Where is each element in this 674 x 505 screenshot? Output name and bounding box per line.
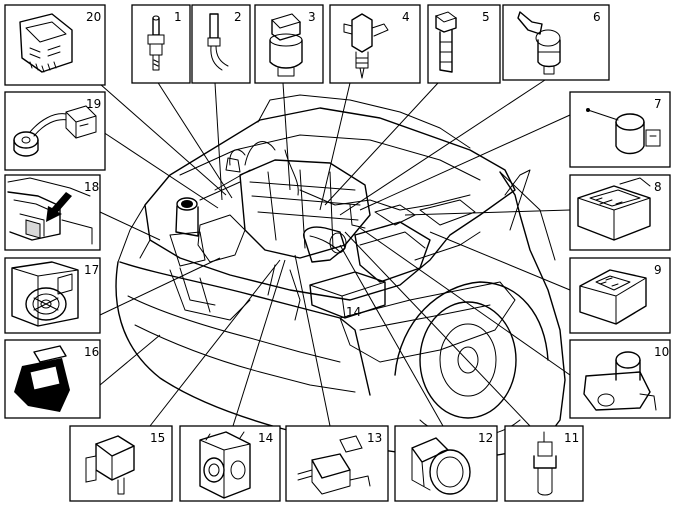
bracket-mount-icon: [7, 177, 93, 245]
component-number-11: 11: [564, 431, 579, 445]
pressure-sensor-icon: [586, 108, 661, 155]
solenoid-valve-icon: [297, 435, 371, 495]
component-box-16: 16: [4, 339, 101, 419]
component-number-14: 14: [258, 431, 273, 445]
leader-lines: [99, 77, 571, 427]
component-box-15: 15: [69, 425, 173, 502]
component-number-5: 5: [482, 10, 490, 24]
component-box-14: 14: [179, 425, 281, 502]
component-box-7: 7: [569, 91, 671, 168]
component-number-13: 13: [367, 431, 382, 445]
component-box-11: 11: [504, 425, 584, 502]
ignition-coil-icon: [434, 11, 458, 73]
engine-bay-label: 14: [346, 305, 361, 319]
map-sensor-icon: [85, 435, 135, 495]
component-number-8: 8: [654, 180, 662, 194]
fuel-pump-icon: [14, 345, 70, 412]
component-number-17: 17: [84, 263, 99, 277]
component-number-6: 6: [593, 10, 601, 24]
component-number-12: 12: [478, 431, 493, 445]
component-box-2: 2: [191, 4, 251, 84]
engine-control-module-icon: [19, 13, 73, 73]
component-box-12: 12: [394, 425, 498, 502]
component-box-17: 17: [4, 257, 101, 334]
component-number-9: 9: [654, 263, 662, 277]
component-box-5: 5: [427, 4, 501, 84]
pressure-switch-icon: [269, 13, 303, 77]
car-front-illustration: 14: [115, 94, 566, 459]
component-number-18: 18: [84, 180, 99, 194]
component-number-15: 15: [150, 431, 165, 445]
component-box-18: 18: [4, 174, 101, 251]
relay-box-icon: [579, 269, 647, 325]
temperature-sensor-icon: [147, 15, 165, 71]
fan-motor-icon: [11, 261, 79, 327]
component-number-16: 16: [84, 345, 99, 359]
component-box-10: 10: [569, 339, 671, 419]
component-number-4: 4: [402, 10, 410, 24]
component-box-20: 20: [4, 4, 106, 86]
fuel-injector-icon: [343, 13, 389, 79]
knock-sensor-icon: [13, 105, 97, 157]
component-number-3: 3: [308, 10, 316, 24]
component-number-10: 10: [654, 345, 669, 359]
component-box-13: 13: [285, 425, 389, 502]
throttle-body-icon: [199, 431, 251, 499]
component-number-20: 20: [86, 10, 101, 24]
control-unit-box-icon: [577, 177, 651, 241]
angle-sensor-icon: [517, 11, 561, 75]
coolant-temperature-sensor-icon: [533, 431, 557, 496]
component-number-19: 19: [86, 97, 101, 111]
component-box-1: 1: [131, 4, 191, 84]
component-box-19: 19: [4, 91, 106, 171]
component-box-3: 3: [254, 4, 324, 84]
air-mass-meter-icon: [411, 437, 471, 495]
component-box-9: 9: [569, 257, 671, 334]
component-number-1: 1: [174, 10, 182, 24]
sensor-probe-icon: [207, 13, 229, 71]
component-number-2: 2: [234, 10, 242, 24]
component-number-7: 7: [654, 97, 662, 111]
component-box-4: 4: [329, 4, 421, 84]
component-box-6: 6: [502, 4, 610, 81]
throttle-valve-icon: [583, 351, 657, 411]
component-box-8: 8: [569, 174, 671, 251]
